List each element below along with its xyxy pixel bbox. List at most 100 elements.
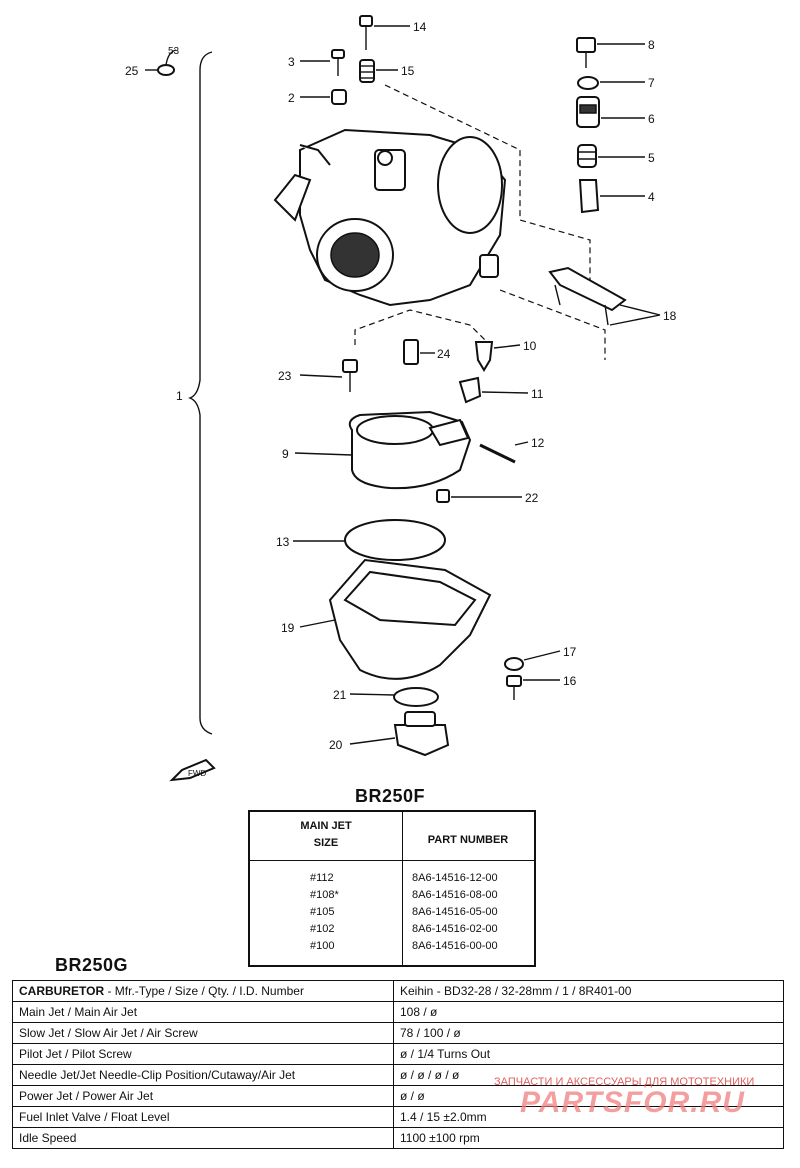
callout-25: 25 (125, 64, 139, 78)
assembly-dashed-line-bottom (354, 309, 491, 346)
part-number: 8A6-14516-00-00 (412, 940, 498, 952)
part-6-fitting (576, 96, 600, 128)
model-g-title: BR250G (55, 955, 129, 975)
header-part-number: PART NUMBER (427, 834, 509, 846)
callout-3: 3 (288, 55, 295, 69)
part-24-jet (403, 339, 419, 365)
callout-17: 17 (563, 645, 577, 659)
callout-1: 1 (176, 389, 183, 403)
spec-label: Idle Speed (12, 1127, 394, 1149)
part-18-bracket (548, 266, 627, 326)
part-3-screw (331, 49, 345, 76)
spec-value: 1100 ±100 rpm (393, 1127, 784, 1149)
callout-6: 6 (648, 112, 655, 126)
part-12-pin (479, 443, 516, 464)
part-13-gasket (344, 519, 446, 561)
jet-size: #105 (310, 906, 335, 918)
part-number: 8A6-14516-12-00 (412, 872, 498, 884)
part-21-o-ring (393, 687, 439, 707)
callout-8: 8 (648, 38, 655, 52)
watermark-logo: PARTSFOR.RU (520, 1086, 745, 1119)
part-number: 8A6-14516-02-00 (412, 923, 498, 935)
part-17-washer (504, 657, 524, 671)
table-row: Slow Jet / Slow Air Jet / Air Screw 78 /… (12, 1022, 784, 1044)
callout-labels: 1 2 3 4 5 6 7 8 9 10 11 12 13 14 15 16 1… (125, 20, 677, 752)
part-20-drain-plug (393, 711, 450, 757)
spec-value: ø / ø / ø / ø (393, 1064, 784, 1086)
jet-size-column: #112 #108* #105 #102 #100 (310, 870, 339, 955)
callout-15: 15 (401, 64, 415, 78)
table-row: Pilot Jet / Pilot Screw ø / 1/4 Turns Ou… (12, 1043, 784, 1065)
part-number: 8A6-14516-05-00 (412, 906, 498, 918)
part-7-washer (577, 76, 599, 90)
callout-23: 23 (278, 369, 292, 383)
spec-value: 78 / 100 / ø (393, 1022, 784, 1044)
part-2-spring (331, 89, 347, 105)
callout-12: 12 (531, 436, 545, 450)
spec-value: ø / 1/4 Turns Out (393, 1043, 784, 1065)
callout-5: 5 (648, 151, 655, 165)
carburetor-body (273, 128, 507, 307)
part-19-float-bowl (328, 558, 492, 680)
spec-value: Keihin - BD32-28 / 32-28mm / 1 / 8R401-0… (393, 980, 784, 1002)
part-5-spring (577, 144, 597, 168)
jet-size: #102 (310, 923, 335, 935)
carburetor-exploded-diagram: FWD 1 2 3 4 5 6 7 8 (125, 15, 677, 782)
part-22-screw (436, 489, 450, 503)
table-row: Idle Speed 1100 ±100 rpm (12, 1127, 784, 1149)
table-row: CARBURETOR - Mfr.-Type / Size / Qty. / I… (12, 980, 784, 1002)
callout-2: 2 (288, 91, 295, 105)
spec-label: Needle Jet/Jet Needle-Clip Position/Cuta… (12, 1064, 394, 1086)
callout-24: 24 (437, 347, 451, 361)
assembly-bracket (188, 51, 213, 735)
leader-lines (145, 25, 661, 745)
callout-22: 22 (525, 491, 539, 505)
main-jet-table: MAIN JET SIZE PART NUMBER #112 #108* #10… (248, 810, 536, 967)
callout-21: 21 (333, 688, 347, 702)
forward-arrow-icon: FWD (169, 758, 216, 782)
part-14-screw (359, 15, 373, 50)
spec-label: Slow Jet / Slow Air Jet / Air Screw (12, 1022, 394, 1044)
callout-14: 14 (413, 20, 427, 34)
callout-9: 9 (282, 447, 289, 461)
part-number: 8A6-14516-08-00 (412, 889, 498, 901)
part-15-spring (359, 59, 375, 83)
table-row: Power Jet / Power Air Jet ø / ø (12, 1085, 784, 1107)
part-9-float (348, 410, 472, 490)
jet-size: #100 (310, 940, 335, 952)
callout-19: 19 (281, 621, 295, 635)
watermark-caption: ЗАПЧАСТИ И АКСЕССУАРЫ ДЛЯ МОТОТЕХНИКИ (494, 1076, 755, 1088)
part-16-screw (506, 675, 522, 700)
spec-label: Main Jet / Main Air Jet (12, 1001, 394, 1023)
callout-16: 16 (563, 674, 577, 688)
model-f-title: BR250F (355, 786, 426, 806)
callout-7: 7 (648, 76, 655, 90)
part-4-valve (578, 179, 600, 214)
spec-label: Power Jet / Power Air Jet (12, 1085, 394, 1107)
spec-label: Pilot Jet / Pilot Screw (12, 1043, 394, 1065)
callout-18: 18 (663, 309, 677, 323)
part-10-needle-valve (474, 341, 494, 372)
part-11-clip (458, 376, 482, 404)
callout-4: 4 (648, 190, 655, 204)
assembly-dashed-line-right (499, 289, 606, 360)
callout-25-secondary: 53 (168, 46, 180, 57)
spec-label: CARBURETOR - Mfr.-Type / Size / Qty. / I… (12, 980, 394, 1002)
table-row: Main Jet / Main Air Jet 108 / ø (12, 1001, 784, 1023)
header-main-jet-size: MAIN JET SIZE (300, 820, 352, 849)
spec-label: Fuel Inlet Valve / Float Level (12, 1106, 394, 1128)
jet-size: #108* (310, 889, 339, 901)
jet-size: #112 (310, 872, 334, 884)
callout-10: 10 (523, 339, 537, 353)
part-number-column: 8A6-14516-12-00 8A6-14516-08-00 8A6-1451… (412, 870, 498, 955)
assembly-dashed-line-top (384, 84, 591, 300)
part-8-cap-screw (576, 37, 596, 68)
carburetor-spec-table: CARBURETOR - Mfr.-Type / Size / Qty. / I… (12, 980, 784, 1149)
callout-20: 20 (329, 738, 343, 752)
svg-text:FWD: FWD (188, 769, 206, 778)
spec-value: 108 / ø (393, 1001, 784, 1023)
callout-13: 13 (276, 535, 290, 549)
part-23-screw (342, 359, 358, 392)
table-row: Fuel Inlet Valve / Float Level 1.4 / 15 … (12, 1106, 784, 1128)
callout-11: 11 (531, 387, 544, 401)
